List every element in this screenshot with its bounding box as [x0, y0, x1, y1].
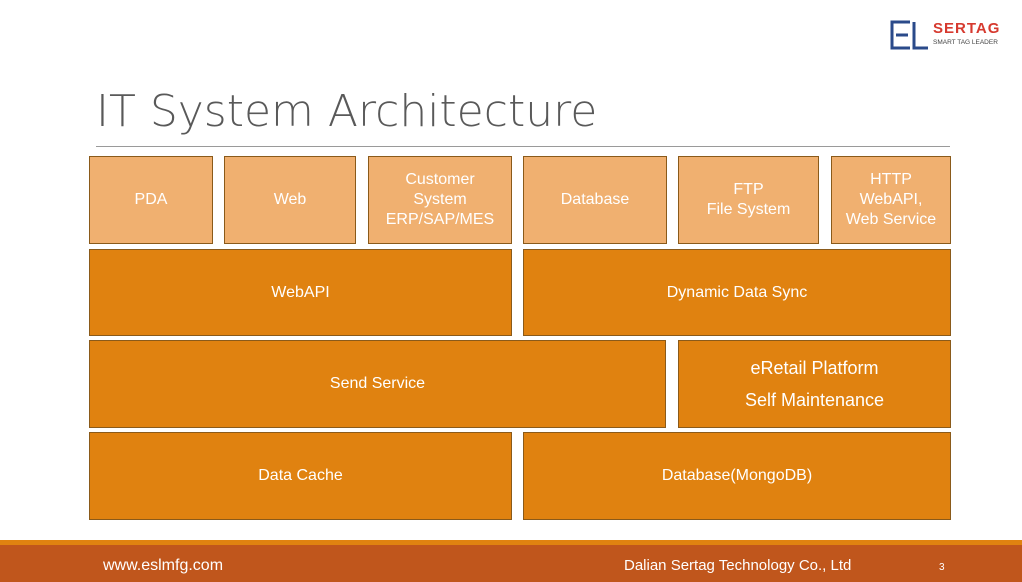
web-box: Web: [224, 156, 356, 244]
data-cache-box: Data Cache: [89, 432, 512, 520]
footer-company: Dalian Sertag Technology Co., Ltd: [624, 557, 852, 574]
dynamic-data-sync-label: Dynamic Data Sync: [666, 283, 808, 301]
pda-label: PDA: [134, 191, 168, 208]
database-box: Database: [523, 156, 667, 244]
footer-accent-stripe: [0, 540, 1022, 545]
ftp-label-line1: FTP: [733, 181, 764, 198]
webapi-box: WebAPI: [89, 249, 512, 336]
eretail-label-line1: eRetail Platform: [750, 358, 879, 378]
customer-label-line3: ERP/SAP/MES: [385, 211, 495, 228]
eretail-label-line2: Self Maintenance: [744, 390, 885, 410]
pda-box: PDA: [89, 156, 213, 244]
customer-system-box: Customer System ERP/SAP/MES: [368, 156, 512, 244]
footer-url: www.eslmfg.com: [103, 557, 224, 574]
logo-tagline: SMART TAG LEADER: [933, 39, 998, 46]
send-service-label: Send Service: [329, 375, 426, 392]
data-cache-label: Data Cache: [258, 467, 343, 484]
page-title: IT System Architecture: [96, 86, 598, 137]
webapi-label: WebAPI: [271, 283, 330, 301]
logo-name: SERTAG: [933, 20, 1001, 37]
footer-bar: www.eslmfg.com Dalian Sertag Technology …: [0, 545, 1022, 582]
customer-label-line2: System: [413, 191, 467, 208]
http-label-line1: HTTP: [870, 171, 912, 188]
page-number: 3: [939, 562, 945, 573]
database-label: Database: [560, 191, 630, 208]
http-label-line3: Web Service: [845, 211, 937, 228]
ftp-label-line2: File System: [706, 201, 791, 218]
mongodb-box: Database(MongoDB): [523, 432, 951, 520]
eretail-platform-box: eRetail Platform Self Maintenance: [678, 340, 951, 428]
dynamic-data-sync-box: Dynamic Data Sync: [523, 249, 951, 336]
customer-label-line1: Customer: [405, 171, 475, 188]
web-label: Web: [273, 191, 307, 208]
send-service-box: Send Service: [89, 340, 666, 428]
ftp-box: FTP File System: [678, 156, 819, 244]
company-logo: SERTAG SMART TAG LEADER: [888, 18, 1012, 52]
http-label-line2: WebAPI,: [859, 191, 923, 208]
mongodb-label: Database(MongoDB): [661, 467, 813, 484]
title-divider: [96, 146, 950, 147]
http-box: HTTP WebAPI, Web Service: [831, 156, 951, 244]
sertag-mark-icon: [890, 20, 928, 50]
